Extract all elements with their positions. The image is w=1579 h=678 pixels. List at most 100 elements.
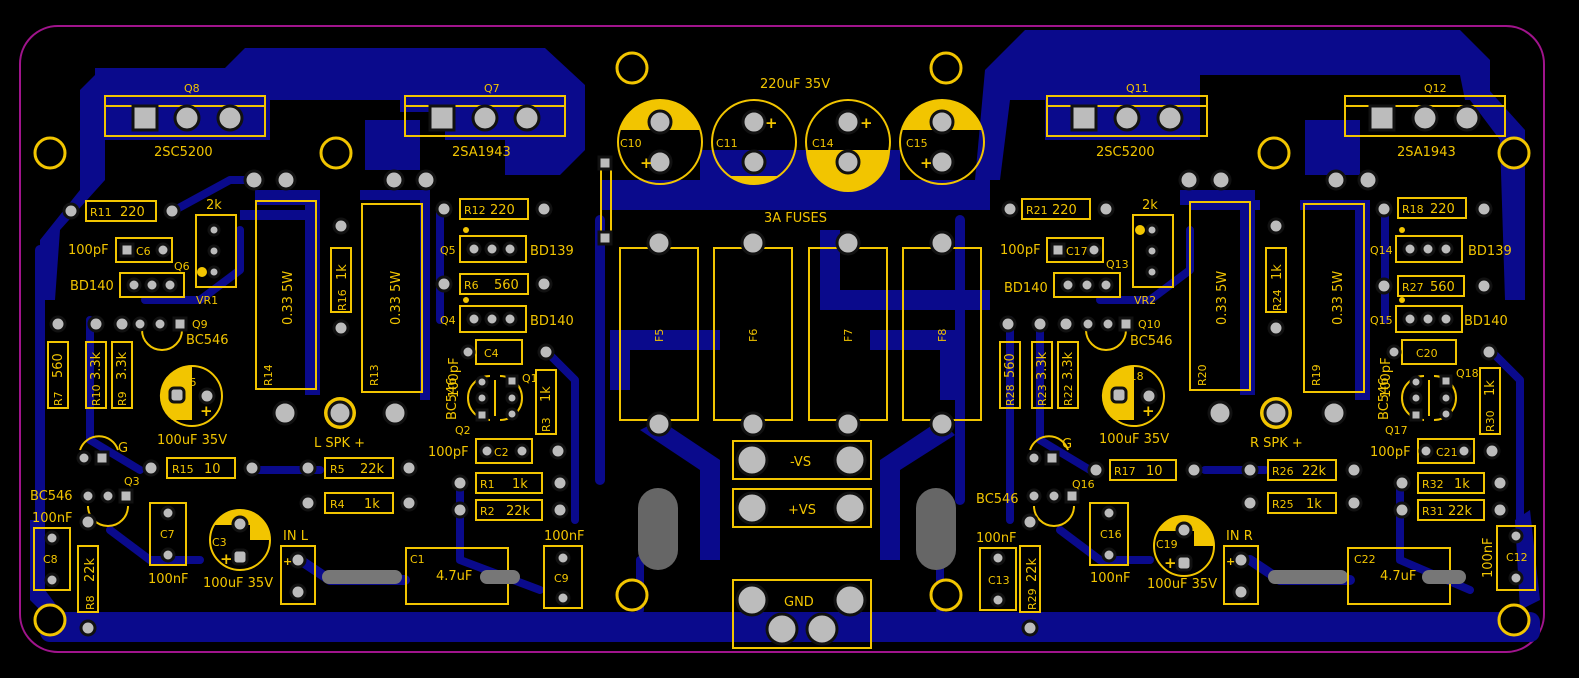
resistor-r22: R22 3.3k bbox=[1057, 341, 1079, 409]
silkscreen-label: Q16 bbox=[1072, 478, 1095, 491]
silkscreen-label: 1k bbox=[512, 477, 528, 492]
silkscreen-label: 4.7uF bbox=[1380, 569, 1416, 584]
resistor-r12: R12 220 bbox=[435, 198, 553, 220]
transistor-q8: Q8 2SC5200 bbox=[104, 82, 266, 160]
resistor-r17: R17 10 bbox=[1087, 459, 1203, 481]
silkscreen-label: Q13 bbox=[1106, 258, 1129, 271]
silkscreen-label: R27 bbox=[1402, 281, 1424, 294]
silkscreen-label: 100pF bbox=[68, 243, 109, 258]
silkscreen-label: 100nF bbox=[32, 511, 73, 526]
resistor-r9: R9 3.3k bbox=[111, 341, 133, 409]
fuse-f8: F8 bbox=[902, 230, 982, 437]
trimmer-vr1: 2k VR1 bbox=[195, 198, 237, 307]
silkscreen-label: 1k bbox=[335, 264, 350, 280]
transistor-q16-group: G Q16 BC546 bbox=[976, 435, 1095, 527]
resistor-r32: R32 1k bbox=[1393, 472, 1509, 494]
transistor-q11: Q11 2SC5200 bbox=[1046, 82, 1208, 160]
silkscreen-label: R15 bbox=[172, 463, 194, 476]
resistor-r8: R8 22k bbox=[77, 513, 99, 637]
silkscreen-label: 100nF bbox=[976, 531, 1017, 546]
silkscreen-label: +VS bbox=[788, 503, 816, 518]
capacitor-c17: 100pF C17 bbox=[1000, 237, 1104, 263]
silkscreen-label: 1k bbox=[1483, 380, 1498, 396]
silkscreen-label: C11 bbox=[716, 137, 738, 150]
cap-value-label: 220uF 35V bbox=[760, 77, 830, 92]
silkscreen-label: C5 bbox=[182, 376, 197, 389]
capacitor-c22: C22 4.7uF bbox=[1268, 547, 1466, 605]
trimmer-vr2: 2k VR2 bbox=[1132, 198, 1174, 307]
mounting-hole bbox=[615, 578, 649, 612]
resistor-r14: 0.33 5W R14 bbox=[255, 200, 317, 390]
silkscreen-label: R25 bbox=[1272, 498, 1294, 511]
speaker-terminal-right: R SPK + bbox=[1207, 397, 1347, 451]
resistor-r4: R4 1k bbox=[299, 492, 418, 514]
silkscreen-label: Q7 bbox=[484, 82, 500, 95]
resistor-r26: R26 22k bbox=[1241, 459, 1363, 481]
silkscreen-label: BD139 bbox=[1468, 244, 1512, 259]
silkscreen-label: Q12 bbox=[1424, 82, 1447, 95]
silkscreen-label: 100uF 35V bbox=[157, 433, 227, 448]
silkscreen-label: C13 bbox=[988, 574, 1010, 587]
capacitor-c3: C3 + 100uF 35V bbox=[203, 509, 273, 591]
mounting-hole bbox=[33, 603, 67, 637]
silkscreen-label: Q17 bbox=[1385, 424, 1408, 437]
silkscreen-label: 100pF bbox=[428, 445, 469, 460]
silkscreen-label: R23 bbox=[1036, 384, 1049, 406]
silkscreen-label: C21 bbox=[1436, 446, 1458, 459]
silkscreen-label: C14 bbox=[812, 137, 834, 150]
silkscreen-label: R13 bbox=[368, 364, 381, 386]
silkscreen-label: 220 bbox=[490, 203, 515, 218]
silkscreen-label: R7 bbox=[52, 391, 65, 406]
silkscreen-label: BC546 bbox=[445, 377, 460, 420]
silkscreen-label: C18 bbox=[1122, 370, 1144, 383]
silkscreen-label: C3 bbox=[212, 536, 227, 549]
silkscreen-label: Q6 bbox=[174, 260, 190, 273]
resistor-r18: R18 220 bbox=[1375, 197, 1493, 219]
silkscreen-label: Q18 bbox=[1456, 367, 1479, 380]
silkscreen-label: 560 bbox=[1003, 353, 1018, 378]
silkscreen-label: R8 bbox=[84, 595, 97, 610]
silkscreen-label: 3.3k bbox=[89, 351, 104, 380]
silkscreen-label: BD139 bbox=[530, 244, 574, 259]
silkscreen-label: F7 bbox=[842, 329, 855, 342]
silkscreen-label: R16 bbox=[336, 289, 349, 311]
silkscreen-label: Q4 bbox=[440, 314, 456, 327]
silkscreen-label: C6 bbox=[136, 245, 151, 258]
silkscreen-label: R32 bbox=[1422, 478, 1444, 491]
silkscreen-label: + bbox=[860, 114, 873, 132]
silkscreen-label: 100pF bbox=[1000, 243, 1041, 258]
capacitor-c14: C14 + bbox=[805, 99, 891, 192]
silkscreen-label: G bbox=[1062, 437, 1072, 452]
silkscreen-label: R20 bbox=[1196, 364, 1209, 386]
silkscreen-label: Q9 bbox=[192, 318, 208, 331]
silkscreen-label: 100nF bbox=[1090, 571, 1131, 586]
silkscreen-label: 22k bbox=[1302, 464, 1327, 479]
silkscreen-label: Q1 bbox=[522, 372, 538, 385]
mounting-hole bbox=[1497, 136, 1531, 170]
silkscreen-label: 220 bbox=[120, 205, 145, 220]
capacitor-c1: C1 4.7uF bbox=[322, 547, 520, 605]
silkscreen-label: R22 bbox=[1062, 384, 1075, 406]
silkscreen-label: Q5 bbox=[440, 244, 456, 257]
silkscreen-label: C1 bbox=[410, 553, 425, 566]
left-channel: Q8 2SC5200 Q7 2SA1943 R11 220 100pF bbox=[30, 82, 585, 637]
silkscreen-label: 3.3k bbox=[1035, 351, 1050, 380]
silkscreen-label: 220 bbox=[1052, 203, 1077, 218]
silkscreen-label: 2SA1943 bbox=[1397, 145, 1456, 160]
transistor-q13: Q13 BD140 bbox=[1004, 258, 1129, 298]
resistor-r13: 0.33 5W R13 bbox=[361, 203, 423, 393]
silkscreen-label: Q14 bbox=[1370, 244, 1393, 257]
silkscreen-label: 1k bbox=[1306, 497, 1322, 512]
silkscreen-label: 100nF bbox=[544, 529, 585, 544]
transistor-pair-q17-q18: Q18 Q17 BC546 bbox=[1377, 367, 1479, 437]
input-connector-right: IN R + bbox=[1223, 529, 1259, 605]
right-channel: Q11 2SC5200 Q12 2SA1943 R21 220 100pF bbox=[976, 82, 1536, 637]
silkscreen-label: GND bbox=[784, 595, 814, 610]
silkscreen-label: 560 bbox=[1430, 280, 1455, 295]
transistor-q12: Q12 2SA1943 bbox=[1344, 82, 1506, 160]
silkscreen-label: BD140 bbox=[530, 314, 574, 329]
silkscreen-label: 0.33 5W bbox=[1331, 271, 1346, 325]
silkscreen-label: R28 bbox=[1004, 384, 1017, 406]
capacitor-c15: C15 + bbox=[899, 99, 985, 185]
